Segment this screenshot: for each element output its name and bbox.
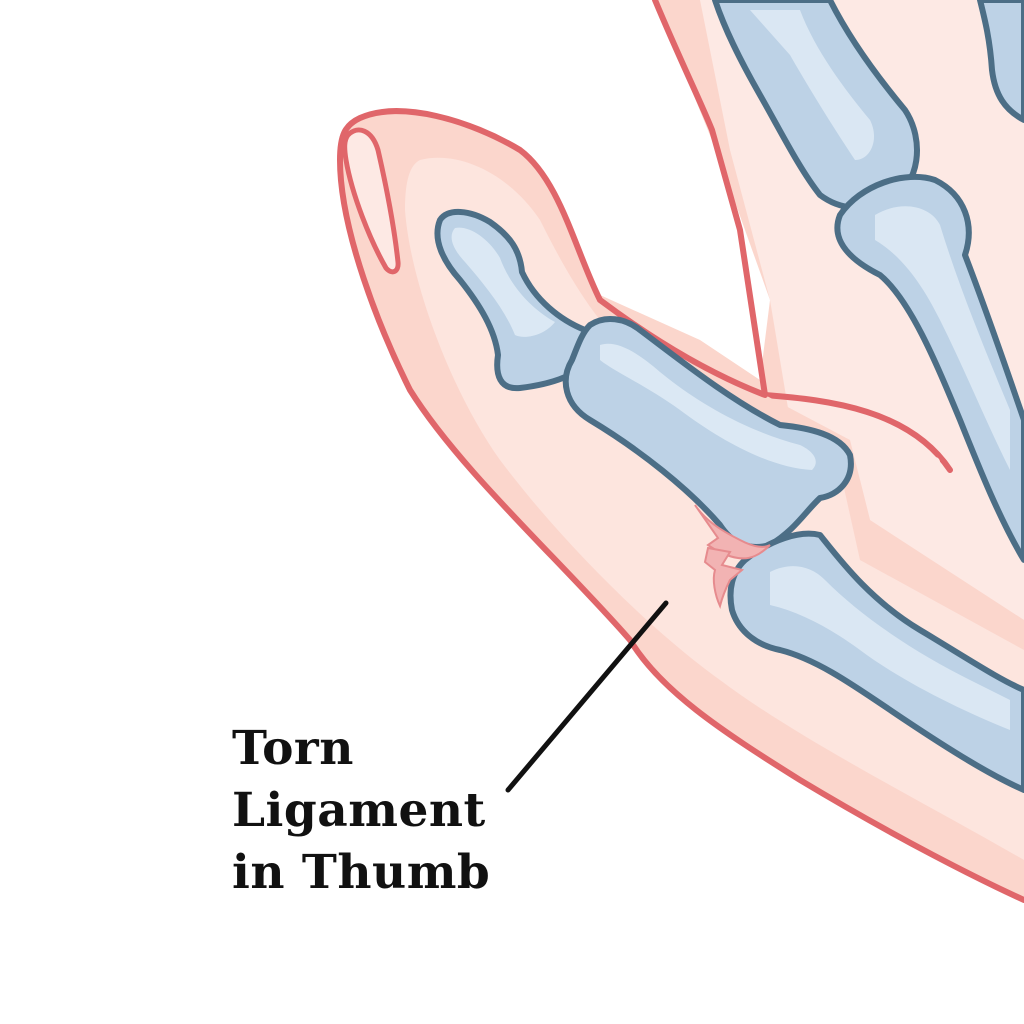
ligament-tear (694, 504, 771, 610)
middle-finger-bone (977, 0, 1024, 123)
label-line-1: Torn (232, 721, 354, 776)
thumb-distal-highlight (451, 227, 555, 337)
torn-ligament-label: Torn Ligament in Thumb (232, 718, 532, 904)
thumb-web-outline (762, 392, 953, 473)
index-finger-outline (652, 0, 768, 398)
index-metacarpal-highlight (875, 206, 1010, 471)
thumb-metacarpal-highlight (770, 566, 1010, 730)
web-fold (845, 450, 940, 473)
thumb-bones (434, 209, 1024, 793)
label-line-2: Ligament (232, 783, 486, 838)
ligament-tear-lower (703, 546, 745, 610)
index-phalanx-upper-highlight (750, 10, 875, 160)
leader-line (505, 600, 669, 793)
thumb-outline (337, 108, 1024, 903)
thumb-proximal-highlight (600, 343, 816, 470)
label-line-3: in Thumb (232, 845, 491, 900)
thumb-nail-icon (342, 127, 401, 275)
